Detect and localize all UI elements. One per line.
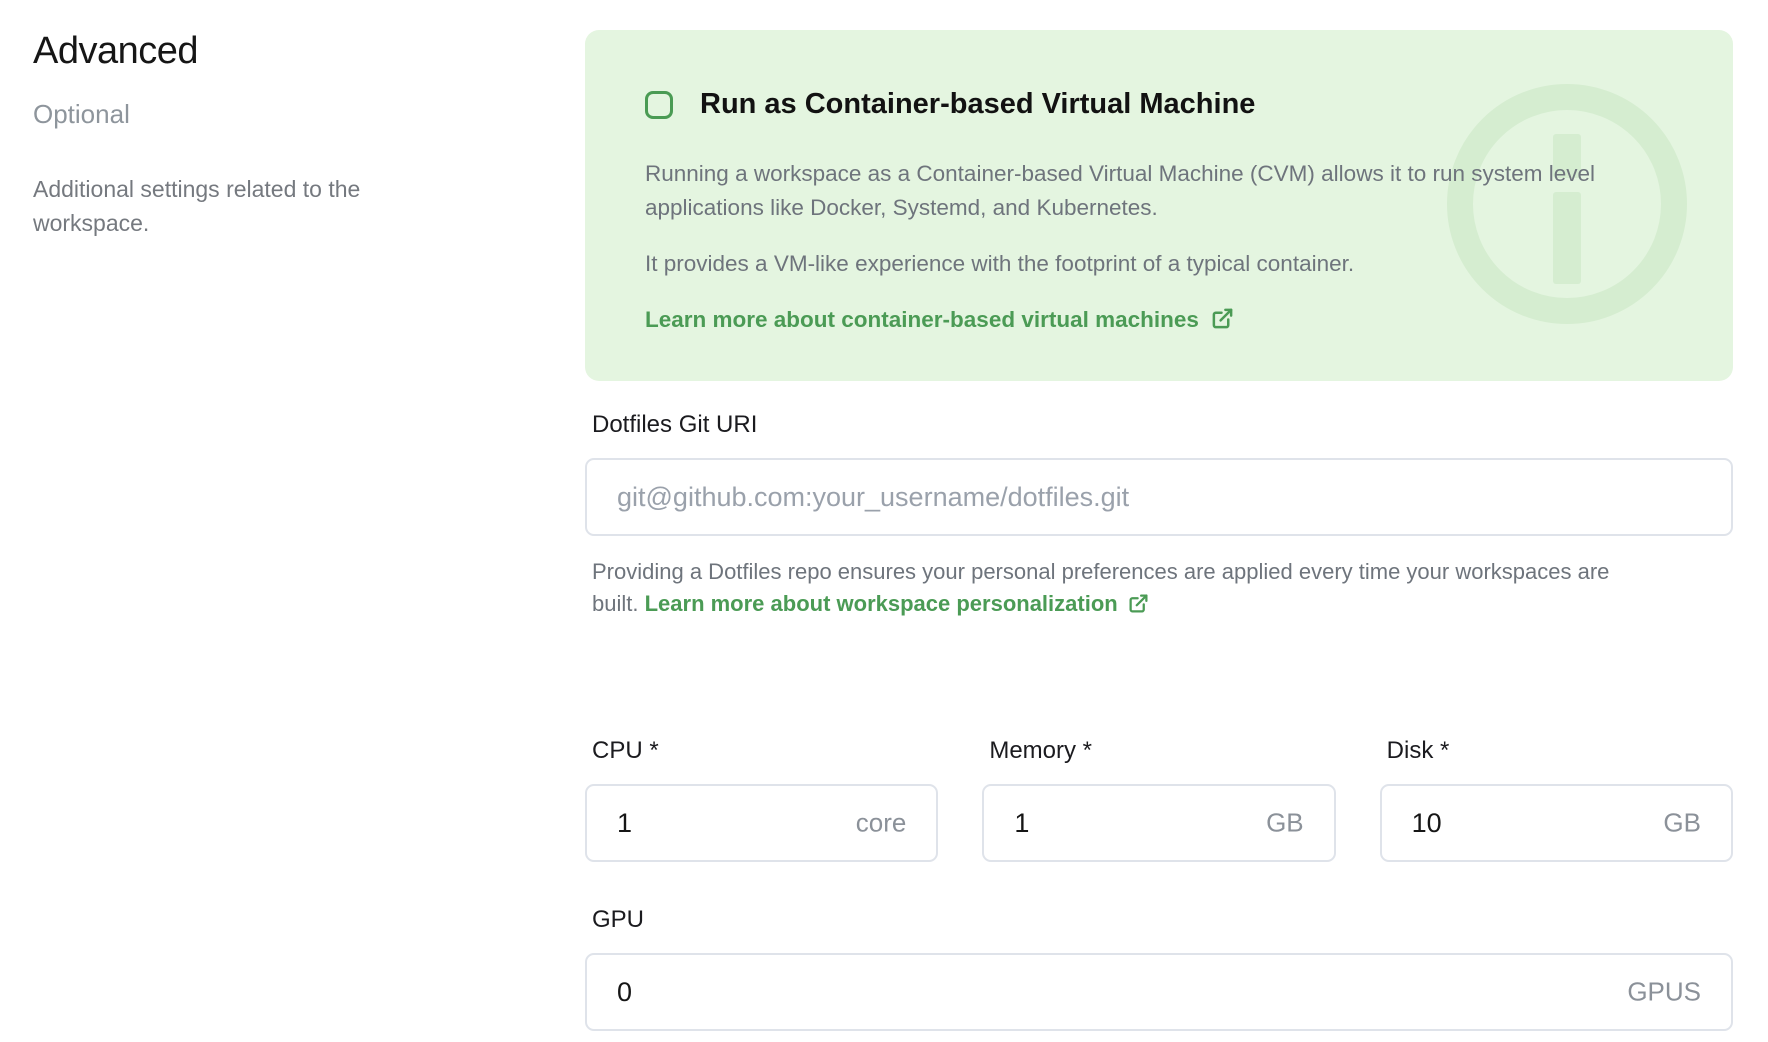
- memory-input[interactable]: [982, 784, 1336, 862]
- disk-input[interactable]: [1379, 784, 1733, 862]
- cpu-input[interactable]: [585, 784, 939, 862]
- cvm-description-line2: It provides a VM-like experience with th…: [645, 251, 1355, 276]
- resources-row: CPU * core Memory * GB Disk * GB: [585, 737, 1733, 862]
- cpu-field: CPU * core: [585, 737, 939, 862]
- cvm-checkbox[interactable]: [645, 90, 673, 119]
- cpu-label: CPU *: [592, 737, 659, 764]
- cvm-callout: Run as Container-based Virtual Machine R…: [585, 30, 1733, 381]
- advanced-settings-form: Run as Container-based Virtual Machine R…: [585, 30, 1733, 1031]
- dotfiles-help-text: Providing a Dotfiles repo ensures your p…: [592, 556, 1637, 623]
- memory-field: Memory * GB: [982, 737, 1336, 862]
- section-header: Advanced Optional Additional settings re…: [33, 30, 463, 240]
- workspace-personalization-link[interactable]: Learn more about workspace personalizati…: [644, 591, 1118, 616]
- cvm-description-line1: Running a workspace as a Container-based…: [645, 161, 1596, 220]
- section-description: Additional settings related to the works…: [33, 176, 361, 236]
- external-link-icon: [1211, 307, 1234, 335]
- gpu-input[interactable]: [585, 953, 1733, 1031]
- dotfiles-help-prefix: Providing a Dotfiles repo ensures your p…: [592, 559, 1610, 616]
- external-link-icon: [1128, 591, 1149, 623]
- dotfiles-label: Dotfiles Git URI: [592, 411, 758, 438]
- section-subtitle: Optional: [33, 99, 130, 129]
- page-title: Advanced: [33, 30, 199, 72]
- disk-label: Disk *: [1386, 737, 1450, 764]
- cvm-learn-more-link[interactable]: Learn more about container-based virtual…: [645, 307, 1199, 332]
- dotfiles-git-uri-input[interactable]: [585, 458, 1733, 536]
- disk-field: Disk * GB: [1379, 737, 1733, 862]
- cvm-checkbox-label[interactable]: Run as Container-based Virtual Machine: [700, 88, 1256, 120]
- memory-label: Memory *: [989, 737, 1093, 764]
- gpu-label: GPU: [592, 906, 645, 933]
- gpu-field: GPU GPUS: [585, 906, 1733, 1031]
